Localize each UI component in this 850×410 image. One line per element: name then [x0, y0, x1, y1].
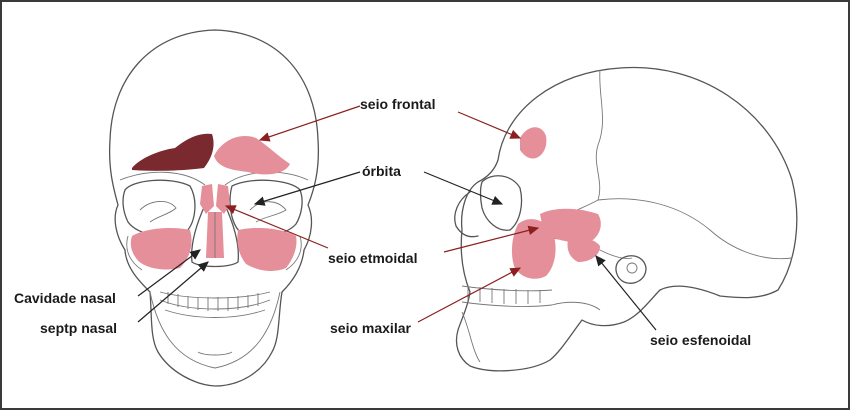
label-seio-maxilar: seio maxilar	[330, 320, 411, 336]
label-septo-nasal: septp nasal	[40, 320, 117, 336]
label-orbita: órbita	[362, 163, 401, 179]
label-seio-frontal: seio frontal	[360, 96, 435, 112]
maxillary-sinus-right	[237, 228, 296, 271]
ethmoid-sinus-frontal	[200, 184, 230, 214]
frontal-sinus-pink	[214, 136, 290, 174]
label-seio-esfenoidal: seio esfenoidal	[650, 332, 751, 348]
label-seio-etmoidal: seio etmoidal	[328, 250, 417, 266]
skull-frontal	[110, 30, 319, 386]
sphenoid-sinus-lateral	[567, 238, 600, 262]
label-cavidade-nasal: Cavidade nasal	[14, 290, 116, 306]
maxillary-sinus-lateral	[512, 219, 556, 279]
frontal-sinus-dark	[132, 134, 214, 171]
frontal-sinus-lateral	[520, 127, 546, 158]
skull-lateral	[455, 67, 797, 370]
